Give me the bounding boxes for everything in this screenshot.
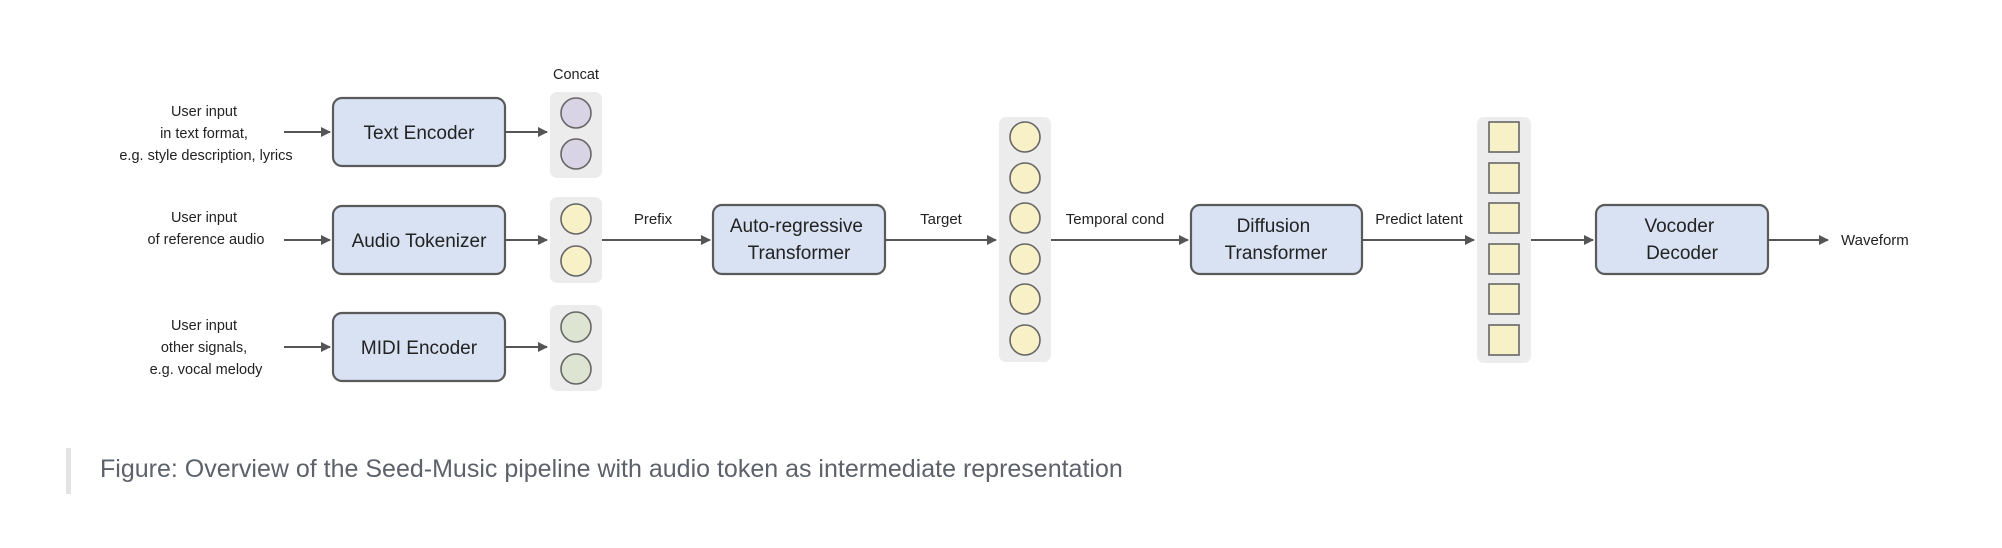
latent-square <box>1488 283 1520 315</box>
target-token <box>1009 162 1041 194</box>
latent-list <box>1488 121 1520 356</box>
latent-square <box>1488 202 1520 234</box>
temporal-cond-label: Temporal cond <box>1066 211 1164 228</box>
target-token <box>1009 243 1041 275</box>
midi-token <box>560 353 592 385</box>
diffusion-transformer-box: Diffusion Transformer <box>1189 203 1364 276</box>
svg-text:Audio Tokenizer: Audio Tokenizer <box>352 231 488 252</box>
audio-tokenizer-box: Audio Tokenizer <box>331 204 507 276</box>
target-token <box>1009 283 1041 315</box>
audio-token <box>560 203 592 235</box>
target-token <box>1009 121 1041 153</box>
svg-text:MIDI Encoder: MIDI Encoder <box>361 338 478 359</box>
target-token <box>1009 324 1041 356</box>
latent-square <box>1488 243 1520 275</box>
target-token <box>1009 202 1041 234</box>
text-token <box>560 97 592 129</box>
prefix-label: Prefix <box>634 211 673 228</box>
svg-text:Diffusion Transformer: Diffusion Transformer <box>1225 216 1328 264</box>
latent-square <box>1488 162 1520 194</box>
svg-text:Auto-regressive Transfor: Auto-regressive Transformer <box>730 216 868 264</box>
vocoder-decoder-box: Vocoder Decoder <box>1594 203 1770 276</box>
text-encoder-box: Text Encoder <box>331 96 507 168</box>
latent-square <box>1488 121 1520 153</box>
concat-label: Concat <box>553 67 599 83</box>
autoregressive-transformer-box: Auto-regressive Transformer <box>711 203 887 276</box>
svg-text:Text Encoder: Text Encoder <box>364 123 476 144</box>
waveform-label: Waveform <box>1841 232 1909 249</box>
figure-caption: Figure: Overview of the Seed-Music pipel… <box>100 455 1123 483</box>
svg-text:Vocoder Decoder: Vocoder Decoder <box>1644 216 1719 264</box>
midi-token <box>560 311 592 343</box>
midi-input-description: User input other signals, e.g. vocal mel… <box>150 318 264 378</box>
text-input-description: User input in text format, e.g. style de… <box>119 104 292 164</box>
audio-token <box>560 245 592 277</box>
audio-input-description: User input of reference audio <box>148 210 265 248</box>
target-label: Target <box>920 211 963 228</box>
pipeline-diagram: Concat User input in text format, e.g. s… <box>119 67 1909 391</box>
predict-latent-label: Predict latent <box>1375 211 1463 228</box>
caption-accent-bar <box>66 448 71 494</box>
target-token-list <box>1009 121 1041 356</box>
text-token <box>560 138 592 170</box>
midi-encoder-box: MIDI Encoder <box>331 311 507 383</box>
latent-square <box>1488 324 1520 356</box>
